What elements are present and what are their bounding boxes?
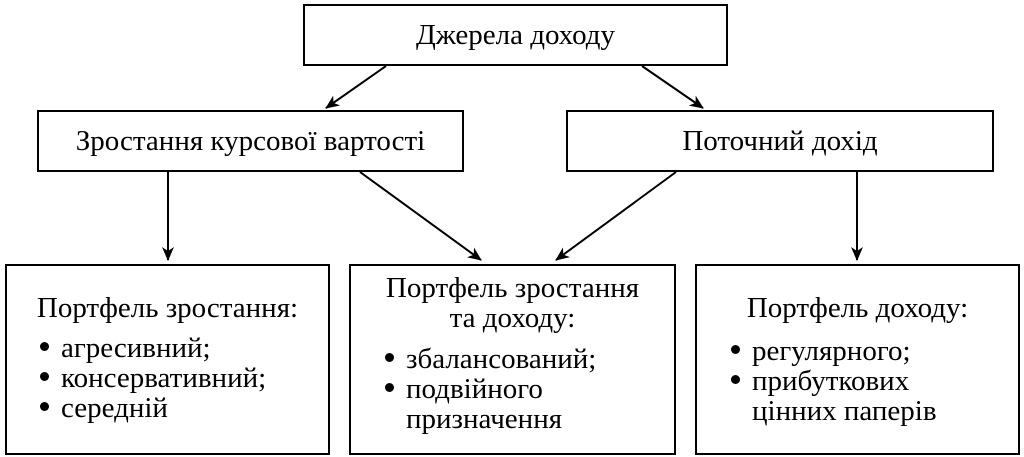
list-item: прибуткових цінних паперів <box>728 366 937 426</box>
arrow-root-to-growth <box>325 65 387 109</box>
growth-portfolio-box: Портфель зростання: агресивний; консерва… <box>5 264 330 455</box>
income-portfolio-box: Портфель доходу: регулярного; прибуткови… <box>695 264 1020 455</box>
arrow-growth-to-mixed-portfolio <box>359 171 482 261</box>
list-item: середній <box>37 393 266 423</box>
growth-income-portfolio-box: Портфель зростання та доходу: збалансова… <box>349 264 676 455</box>
income-portfolio-title: Портфель доходу: <box>746 292 969 324</box>
arrow-root-to-income <box>641 65 704 109</box>
arrow-income-to-mixed-portfolio <box>555 171 677 261</box>
income-label: Поточний дохід <box>682 124 878 157</box>
list-item: подвійного призначення <box>382 374 596 434</box>
growth-label: Зростання курсової вартості <box>75 124 426 157</box>
root-box: Джерела доходу <box>303 4 728 66</box>
growth-portfolio-list: агресивний; консервативний; середній <box>37 333 266 423</box>
list-item: збалансований; <box>382 344 596 374</box>
list-item: агресивний; <box>37 333 266 363</box>
growth-income-portfolio-title: Портфель зростання та доходу: <box>385 272 640 334</box>
list-item: консервативний; <box>37 363 266 393</box>
income-portfolio-list: регулярного; прибуткових цінних паперів <box>728 336 937 426</box>
list-item: регулярного; <box>728 336 937 366</box>
root-label: Джерела доходу <box>415 18 616 51</box>
growth-box: Зростання курсової вартості <box>37 110 464 172</box>
growth-income-portfolio-list: збалансований; подвійного призначення <box>382 344 596 434</box>
growth-portfolio-title: Портфель зростання: <box>36 292 299 324</box>
income-box: Поточний дохід <box>566 110 994 172</box>
